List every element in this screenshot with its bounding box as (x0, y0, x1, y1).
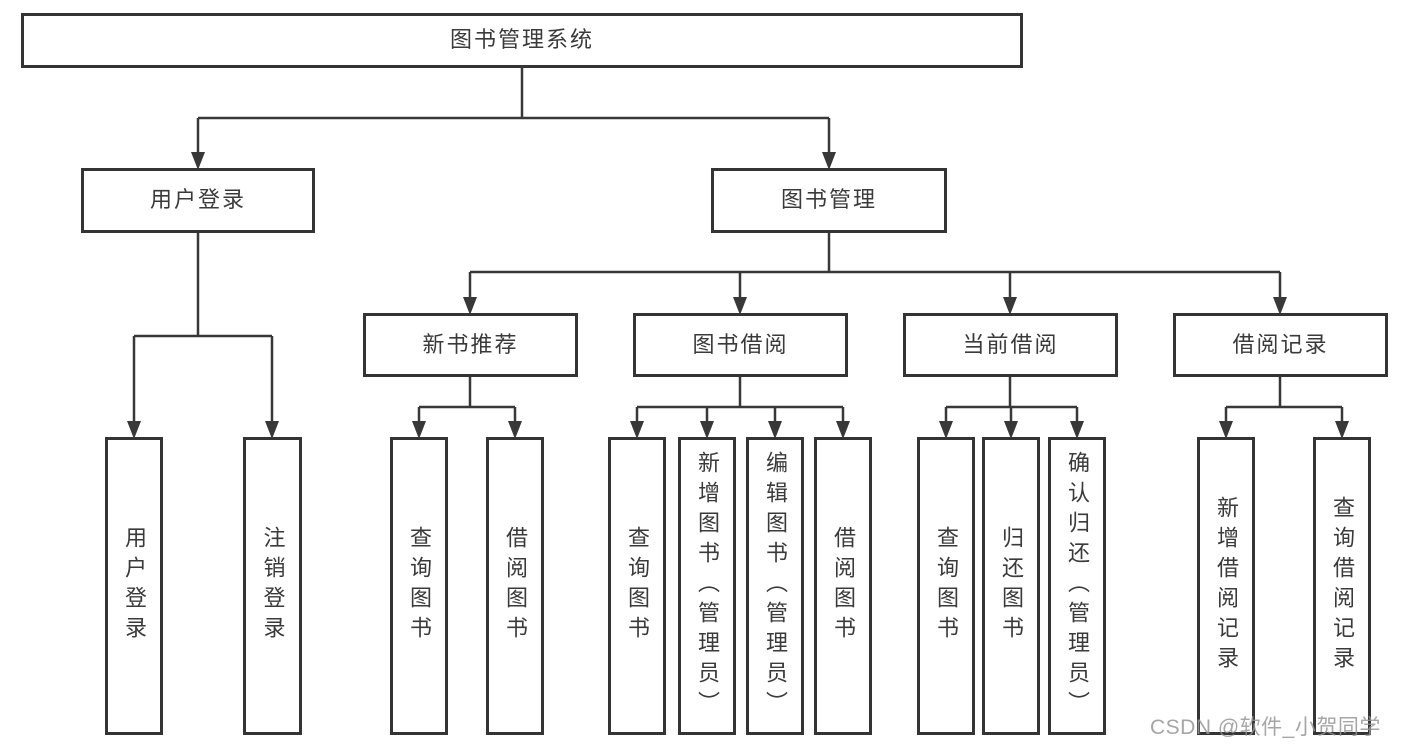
node-br-add-record: 新增借阅记录 (1197, 437, 1255, 735)
node-br-query-record: 查询借阅记录 (1313, 437, 1371, 735)
node-book-borrow: 图书借阅 (633, 313, 848, 377)
node-br-query-record-label: 查询借阅记录 (1330, 496, 1355, 676)
node-book-borrow-label: 图书借阅 (692, 331, 789, 357)
node-bb-query-books-label: 查询图书 (625, 526, 650, 646)
node-user-login-label: 用户登录 (149, 187, 246, 213)
node-nbr-query-books: 查询图书 (390, 437, 448, 735)
node-book-management: 图书管理 (711, 168, 947, 233)
node-new-book-recommend-label: 新书推荐 (422, 331, 519, 357)
node-leaf-user-login-label: 用户登录 (122, 526, 147, 646)
node-bb-query-books: 查询图书 (608, 437, 666, 735)
node-bb-borrow-books: 借阅图书 (814, 437, 872, 735)
node-nbr-borrow-books-label: 借阅图书 (503, 526, 528, 646)
node-root: 图书管理系统 (21, 13, 1023, 68)
node-borrow-records: 借阅记录 (1173, 313, 1388, 377)
node-cb-return-books: 归还图书 (982, 437, 1040, 735)
node-leaf-logout-label: 注销登录 (260, 526, 286, 646)
node-current-borrow-label: 当前借阅 (962, 331, 1059, 357)
node-bb-borrow-books-label: 借阅图书 (831, 526, 856, 646)
node-cb-return-books-label: 归还图书 (999, 526, 1024, 646)
node-cb-query-books-label: 查询图书 (934, 526, 959, 646)
node-leaf-logout: 注销登录 (243, 437, 302, 735)
node-borrow-records-label: 借阅记录 (1232, 331, 1329, 357)
node-current-borrow: 当前借阅 (903, 313, 1118, 377)
node-nbr-borrow-books: 借阅图书 (486, 437, 544, 735)
node-cb-query-books: 查询图书 (917, 437, 975, 735)
node-cb-confirm-return-admin: 确认归还（管理员） (1048, 437, 1106, 735)
node-bb-add-books-admin: 新增图书（管理员） (678, 437, 736, 735)
node-bb-edit-books-admin: 编辑图书（管理员） (746, 437, 804, 735)
node-bb-add-books-admin-label: 新增图书（管理员） (695, 451, 720, 721)
node-book-management-label: 图书管理 (780, 187, 877, 213)
node-cb-confirm-return-admin-label: 确认归还（管理员） (1065, 451, 1090, 721)
node-leaf-user-login: 用户登录 (105, 437, 163, 735)
csdn-watermark: CSDN @软件_小贺同学 (1150, 716, 1381, 739)
node-new-book-recommend: 新书推荐 (363, 313, 578, 377)
node-user-login: 用户登录 (81, 168, 315, 233)
node-bb-edit-books-admin-label: 编辑图书（管理员） (763, 451, 788, 721)
node-nbr-query-books-label: 查询图书 (407, 526, 432, 646)
node-br-add-record-label: 新增借阅记录 (1214, 496, 1239, 676)
node-root-label: 图书管理系统 (449, 27, 594, 53)
